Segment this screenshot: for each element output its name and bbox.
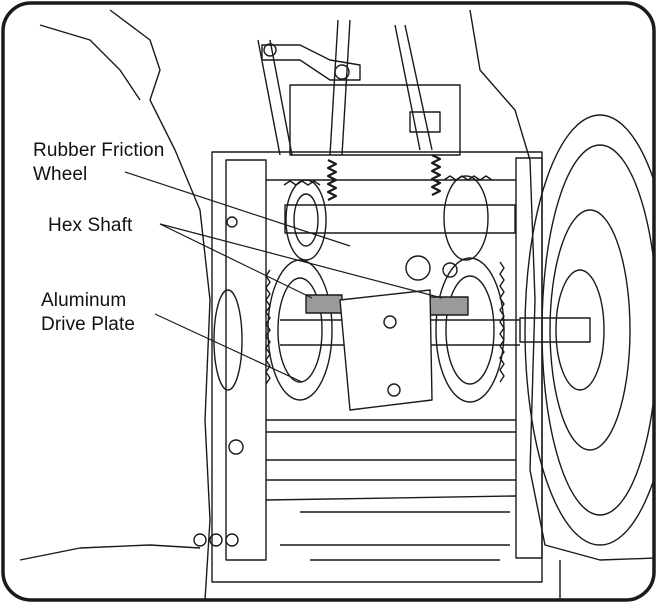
leader-hex-shaft-right [160, 224, 442, 298]
label-rubber-friction-wheel: Rubber Friction Wheel [33, 139, 164, 187]
label-aluminum-drive-plate: Aluminum Drive Plate [41, 289, 135, 337]
leader-hex-shaft-left [160, 224, 312, 298]
aluminum-drive-plate [340, 290, 432, 410]
wheel-right [520, 115, 657, 545]
sprocket-right [436, 258, 504, 402]
label-hex-shaft: Hex Shaft [48, 214, 132, 238]
spring-right [432, 155, 440, 195]
hex-shaft-right-segment [428, 297, 468, 315]
